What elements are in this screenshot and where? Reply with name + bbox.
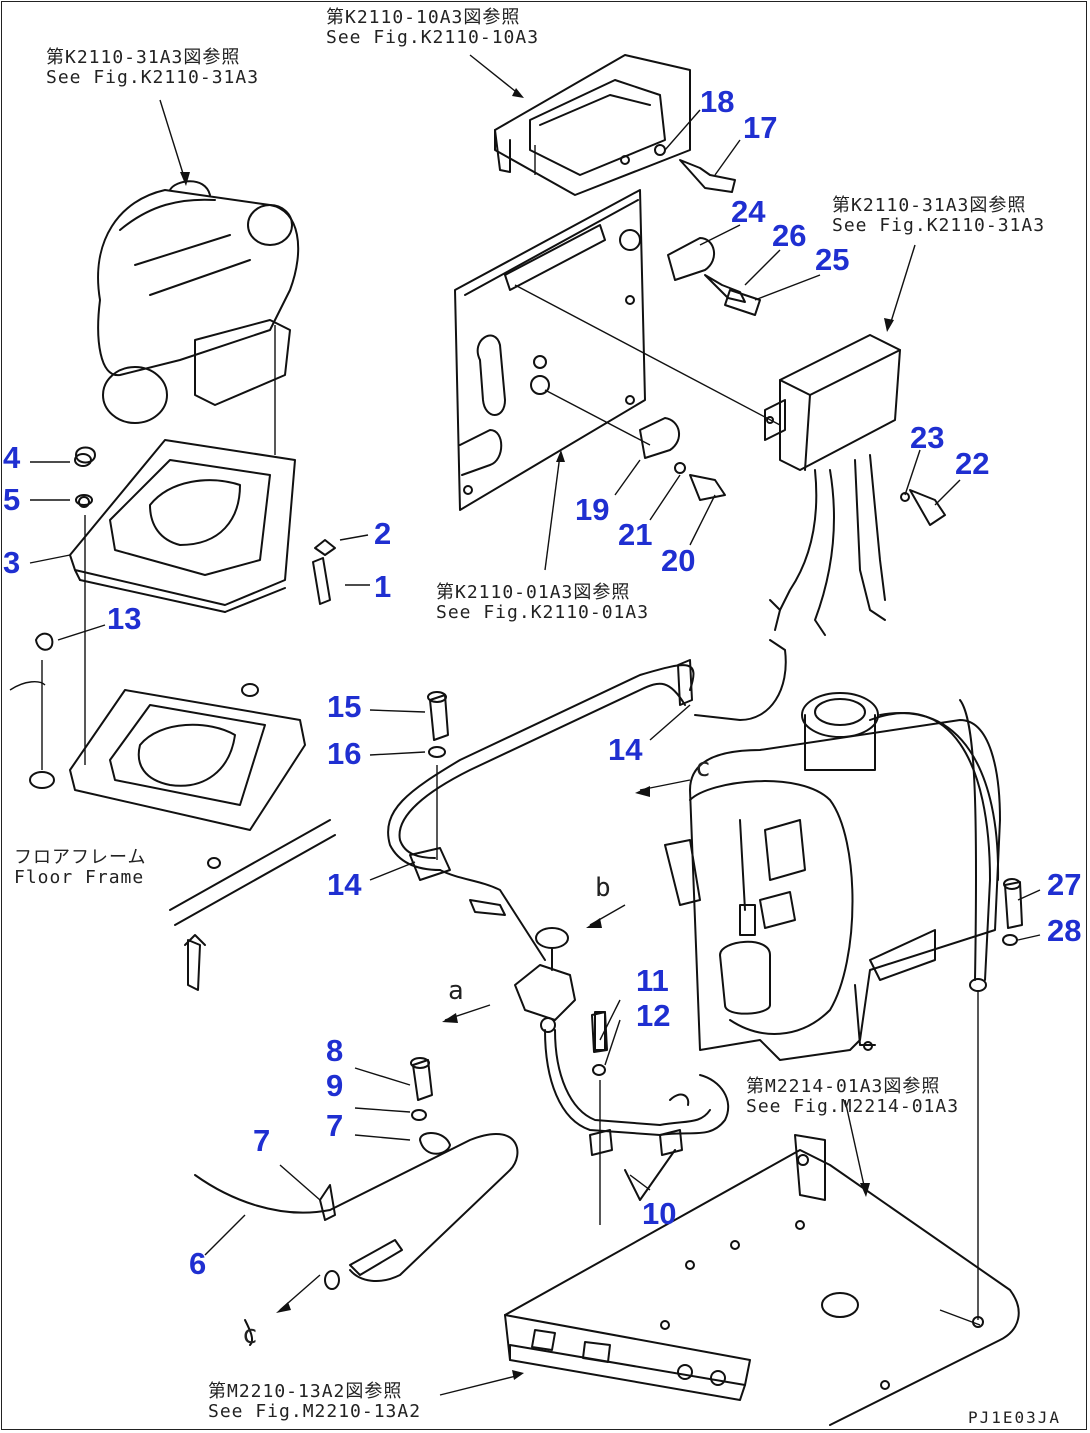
part-number: 21 <box>618 517 653 552</box>
part-number: 1 <box>374 569 392 604</box>
ref-right-en: See Fig.K2110-31A3 <box>832 215 1046 236</box>
view-letter-c: c <box>695 753 711 783</box>
part-number: 19 <box>575 492 610 527</box>
ref-bottom-en: See Fig.M2210-13A2 <box>208 1401 422 1422</box>
part-number: 14 <box>327 867 362 902</box>
drain-hose <box>194 1132 519 1346</box>
view-letter-c-lower: c <box>242 1320 258 1350</box>
ref-right-jp: 第K2110-31A3図参照 <box>832 195 1027 216</box>
part-number: 7 <box>253 1123 271 1158</box>
part-number: 2 <box>374 516 392 551</box>
drawing-code: PJ1E03JA <box>968 1408 1062 1427</box>
part-number: 8 <box>326 1033 344 1068</box>
part-number: 23 <box>910 420 945 455</box>
part-number: 12 <box>636 998 671 1033</box>
part-number: 26 <box>772 218 807 253</box>
part-number: 27 <box>1047 867 1082 902</box>
part-number: 7 <box>326 1108 344 1143</box>
part-number: 16 <box>327 736 362 771</box>
top-bracket <box>494 54 691 196</box>
heater-unit <box>97 180 300 455</box>
part-number: 15 <box>327 689 362 724</box>
ref-center-en: See Fig.K2110-01A3 <box>436 602 650 623</box>
view-letter-a: a <box>448 976 464 1006</box>
ref-lower-right-en: See Fig.M2214-01A3 <box>746 1096 960 1117</box>
part-number: 17 <box>743 110 778 145</box>
view-letter-b: b <box>595 873 611 903</box>
shutoff-valve <box>514 927 730 1225</box>
part-number: 22 <box>955 446 990 481</box>
part-number: 10 <box>642 1196 677 1231</box>
part-number: 20 <box>661 543 696 578</box>
ref-bottom-jp: 第M2210-13A2図参照 <box>208 1381 403 1402</box>
leader-lines <box>29 54 1041 1396</box>
ref-top-left-en: See Fig.K2110-31A3 <box>46 67 260 88</box>
part-number: 9 <box>326 1068 344 1103</box>
part-number: 5 <box>3 482 21 517</box>
part-number: 3 <box>3 545 21 580</box>
ref-top-center-jp: 第K2110-10A3図参照 <box>326 7 521 28</box>
base-plate <box>504 1134 1020 1426</box>
ref-top-center-en: See Fig.K2110-10A3 <box>326 27 540 48</box>
part-number: 4 <box>3 440 21 475</box>
part-number: 14 <box>608 732 643 767</box>
part-number: 18 <box>700 84 735 119</box>
heater-tank <box>664 692 1001 1320</box>
part-number: 13 <box>107 601 142 636</box>
ref-floor-frame-en: Floor Frame <box>14 867 145 888</box>
floor-frame <box>9 681 336 991</box>
hardware-group-upper <box>639 144 761 501</box>
ref-center-jp: 第K2110-01A3図参照 <box>436 582 631 603</box>
controller-box <box>694 334 946 721</box>
mounting-panel <box>454 189 781 511</box>
bolts <box>75 446 1023 1121</box>
wire-harness <box>387 659 695 961</box>
ref-top-left-jp: 第K2110-31A3図参照 <box>46 47 241 68</box>
part-number: 25 <box>815 242 850 277</box>
part-number: 11 <box>636 963 669 998</box>
duct-flange <box>29 439 296 789</box>
part-number: 24 <box>731 194 766 229</box>
part-number: 28 <box>1047 913 1082 948</box>
ref-lower-right-jp: 第M2214-01A3図参照 <box>746 1076 941 1097</box>
part-number: 6 <box>189 1246 207 1281</box>
ref-floor-frame-jp: フロアフレーム <box>14 847 147 868</box>
